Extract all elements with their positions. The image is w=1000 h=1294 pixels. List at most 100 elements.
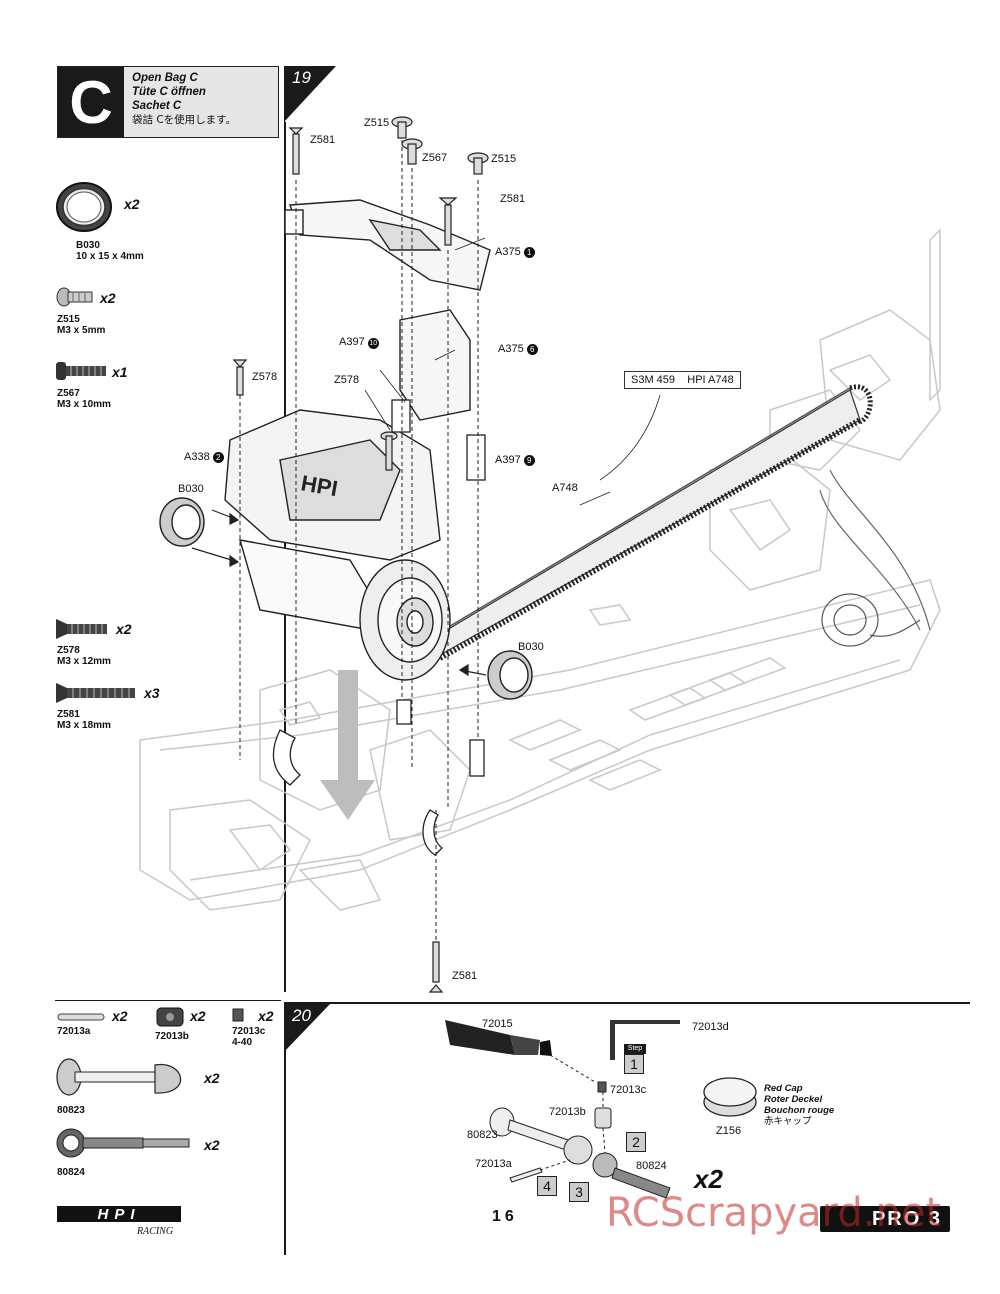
z567-code: Z567	[57, 388, 80, 399]
bag-line-en: Open Bag C	[132, 72, 198, 84]
pin-72013a-icon	[57, 1013, 105, 1021]
72013c-qty: x2	[258, 1008, 274, 1024]
b030-code: B030	[76, 240, 100, 251]
down-arrow	[320, 670, 375, 820]
bearing-b030-icon	[56, 182, 112, 232]
callout-z567: Z567	[422, 152, 448, 164]
diff-outdrive	[239, 539, 451, 681]
80823-code: 80823	[57, 1105, 85, 1116]
callout-z578-a: Z578	[252, 371, 278, 383]
callout-a397-9: A397 9	[495, 454, 535, 466]
callout-72013a: 72013a	[475, 1158, 512, 1170]
z567-qty: x1	[112, 364, 128, 380]
dogbone-80823-icon	[56, 1058, 182, 1096]
step-20-number: 20	[292, 1006, 311, 1025]
80824-code: 80824	[57, 1167, 85, 1178]
callout-z515-a: Z515	[364, 117, 390, 129]
callout-72013d: 72013d	[692, 1021, 729, 1033]
callout-a375-6: A375 6	[498, 343, 538, 355]
step-word-badge: Step	[624, 1044, 646, 1054]
b030-desc: 10 x 15 x 4mm	[76, 251, 144, 262]
z578-desc: M3 x 12mm	[57, 656, 111, 667]
z515-desc: M3 x 5mm	[57, 325, 106, 336]
watermark: RCScrapyard.net	[606, 1190, 942, 1236]
z515-qty: x2	[100, 290, 116, 306]
step-20-tab	[284, 1004, 330, 1052]
belt-spec-left: S3M 459	[631, 374, 676, 386]
z578-code: Z578	[57, 645, 80, 656]
callout-80823: 80823	[467, 1129, 498, 1141]
belt-spec-right: HPI A748	[687, 374, 734, 386]
callout-72015: 72015	[482, 1018, 513, 1030]
callout-z581-mid: Z581	[500, 193, 526, 205]
callout-z581-top: Z581	[310, 134, 336, 146]
z581-desc: M3 x 18mm	[57, 720, 111, 731]
callout-80824: 80824	[636, 1160, 667, 1172]
72013a-code: 72013a	[57, 1026, 91, 1037]
z515-code: Z515	[57, 314, 80, 325]
red-cap-label: Red Cap Roter Deckel Bouchon rouge 赤キャップ	[764, 1083, 834, 1127]
step-19-assembly-diagram: HPI	[139, 116, 941, 993]
svg-text:HPI: HPI	[97, 1206, 140, 1223]
svg-text:RACING: RACING	[136, 1226, 173, 1236]
arrows	[191, 509, 487, 677]
bag-line-fr: Sachet C	[132, 100, 182, 112]
z581-qty: x3	[144, 685, 160, 701]
callout-b030-left: B030	[178, 483, 204, 495]
step-19-number: 19	[292, 68, 311, 87]
z581-code: Z581	[57, 709, 80, 720]
belt-a748	[429, 384, 873, 661]
guide-lines	[239, 140, 479, 940]
callout-a375-1: A375 1	[495, 246, 535, 258]
red-cap-jp: 赤キャップ	[764, 1116, 812, 1127]
posts-a397	[272, 399, 486, 856]
callout-a397-10: A397 10	[339, 336, 379, 349]
step-19-tab	[284, 66, 336, 122]
belt-spec-box: S3M 459 HPI A748	[624, 371, 741, 389]
step-box-1: 1	[624, 1054, 644, 1074]
callout-a748: A748	[552, 482, 578, 494]
callout-a338-2: A338 2	[184, 451, 224, 463]
left-divider	[55, 1000, 281, 1001]
z578-qty: x2	[116, 621, 132, 637]
step-20-divider	[284, 1002, 970, 1004]
red-cap-de: Roter Deckel	[764, 1094, 823, 1105]
z567-desc: M3 x 10mm	[57, 399, 111, 410]
bag-instructions: Open Bag C Tüte C öffnen Sachet C 袋詰 Cを使…	[124, 67, 278, 137]
callout-z515-b: Z515	[491, 153, 517, 165]
axle-80824-icon	[56, 1128, 190, 1158]
screw-z567-icon	[56, 362, 106, 380]
72013b-code: 72013b	[155, 1031, 189, 1042]
80824-qty: x2	[204, 1137, 220, 1153]
bag-c-header: C Open Bag C Tüte C öffnen Sachet C 袋詰 C…	[57, 66, 279, 138]
step-20-assembly-diagram	[445, 1020, 757, 1199]
screws-diagram	[232, 116, 489, 993]
bag-line-de: Tüte C öffnen	[132, 86, 206, 98]
cup-72013b-icon	[156, 1007, 184, 1027]
step-20-quantity: x2	[694, 1164, 723, 1194]
72013a-qty: x2	[112, 1008, 128, 1024]
72013c-code: 72013c	[232, 1026, 266, 1037]
bag-letter: C	[58, 67, 124, 137]
red-cap-fr: Bouchon rouge	[764, 1105, 835, 1116]
step-box-4: 4	[537, 1176, 557, 1196]
screw-z581-icon	[56, 683, 135, 703]
callout-z581-bottom: Z581	[452, 970, 478, 982]
step-box-3: 3	[569, 1182, 589, 1202]
red-cap-en: Red Cap	[764, 1083, 803, 1094]
80823-qty: x2	[204, 1070, 220, 1086]
b030-qty: x2	[124, 196, 140, 212]
72013b-qty: x2	[190, 1008, 206, 1024]
callout-b030-right: B030	[518, 641, 544, 653]
bag-line-jp: 袋詰 Cを使用します。	[132, 114, 237, 126]
screw-z578-icon	[56, 619, 107, 639]
callout-z578-b: Z578	[334, 374, 360, 386]
grease-tube-72015	[445, 1020, 552, 1056]
72013c-desc: 4-40	[232, 1037, 253, 1048]
step-box-2: 2	[626, 1132, 646, 1152]
screw-z515-icon	[56, 287, 93, 307]
callout-72013c: 72013c	[610, 1084, 647, 1096]
bearings-b030	[159, 497, 533, 700]
callout-z156: Z156	[716, 1125, 742, 1137]
callout-72013b: 72013b	[549, 1106, 586, 1118]
